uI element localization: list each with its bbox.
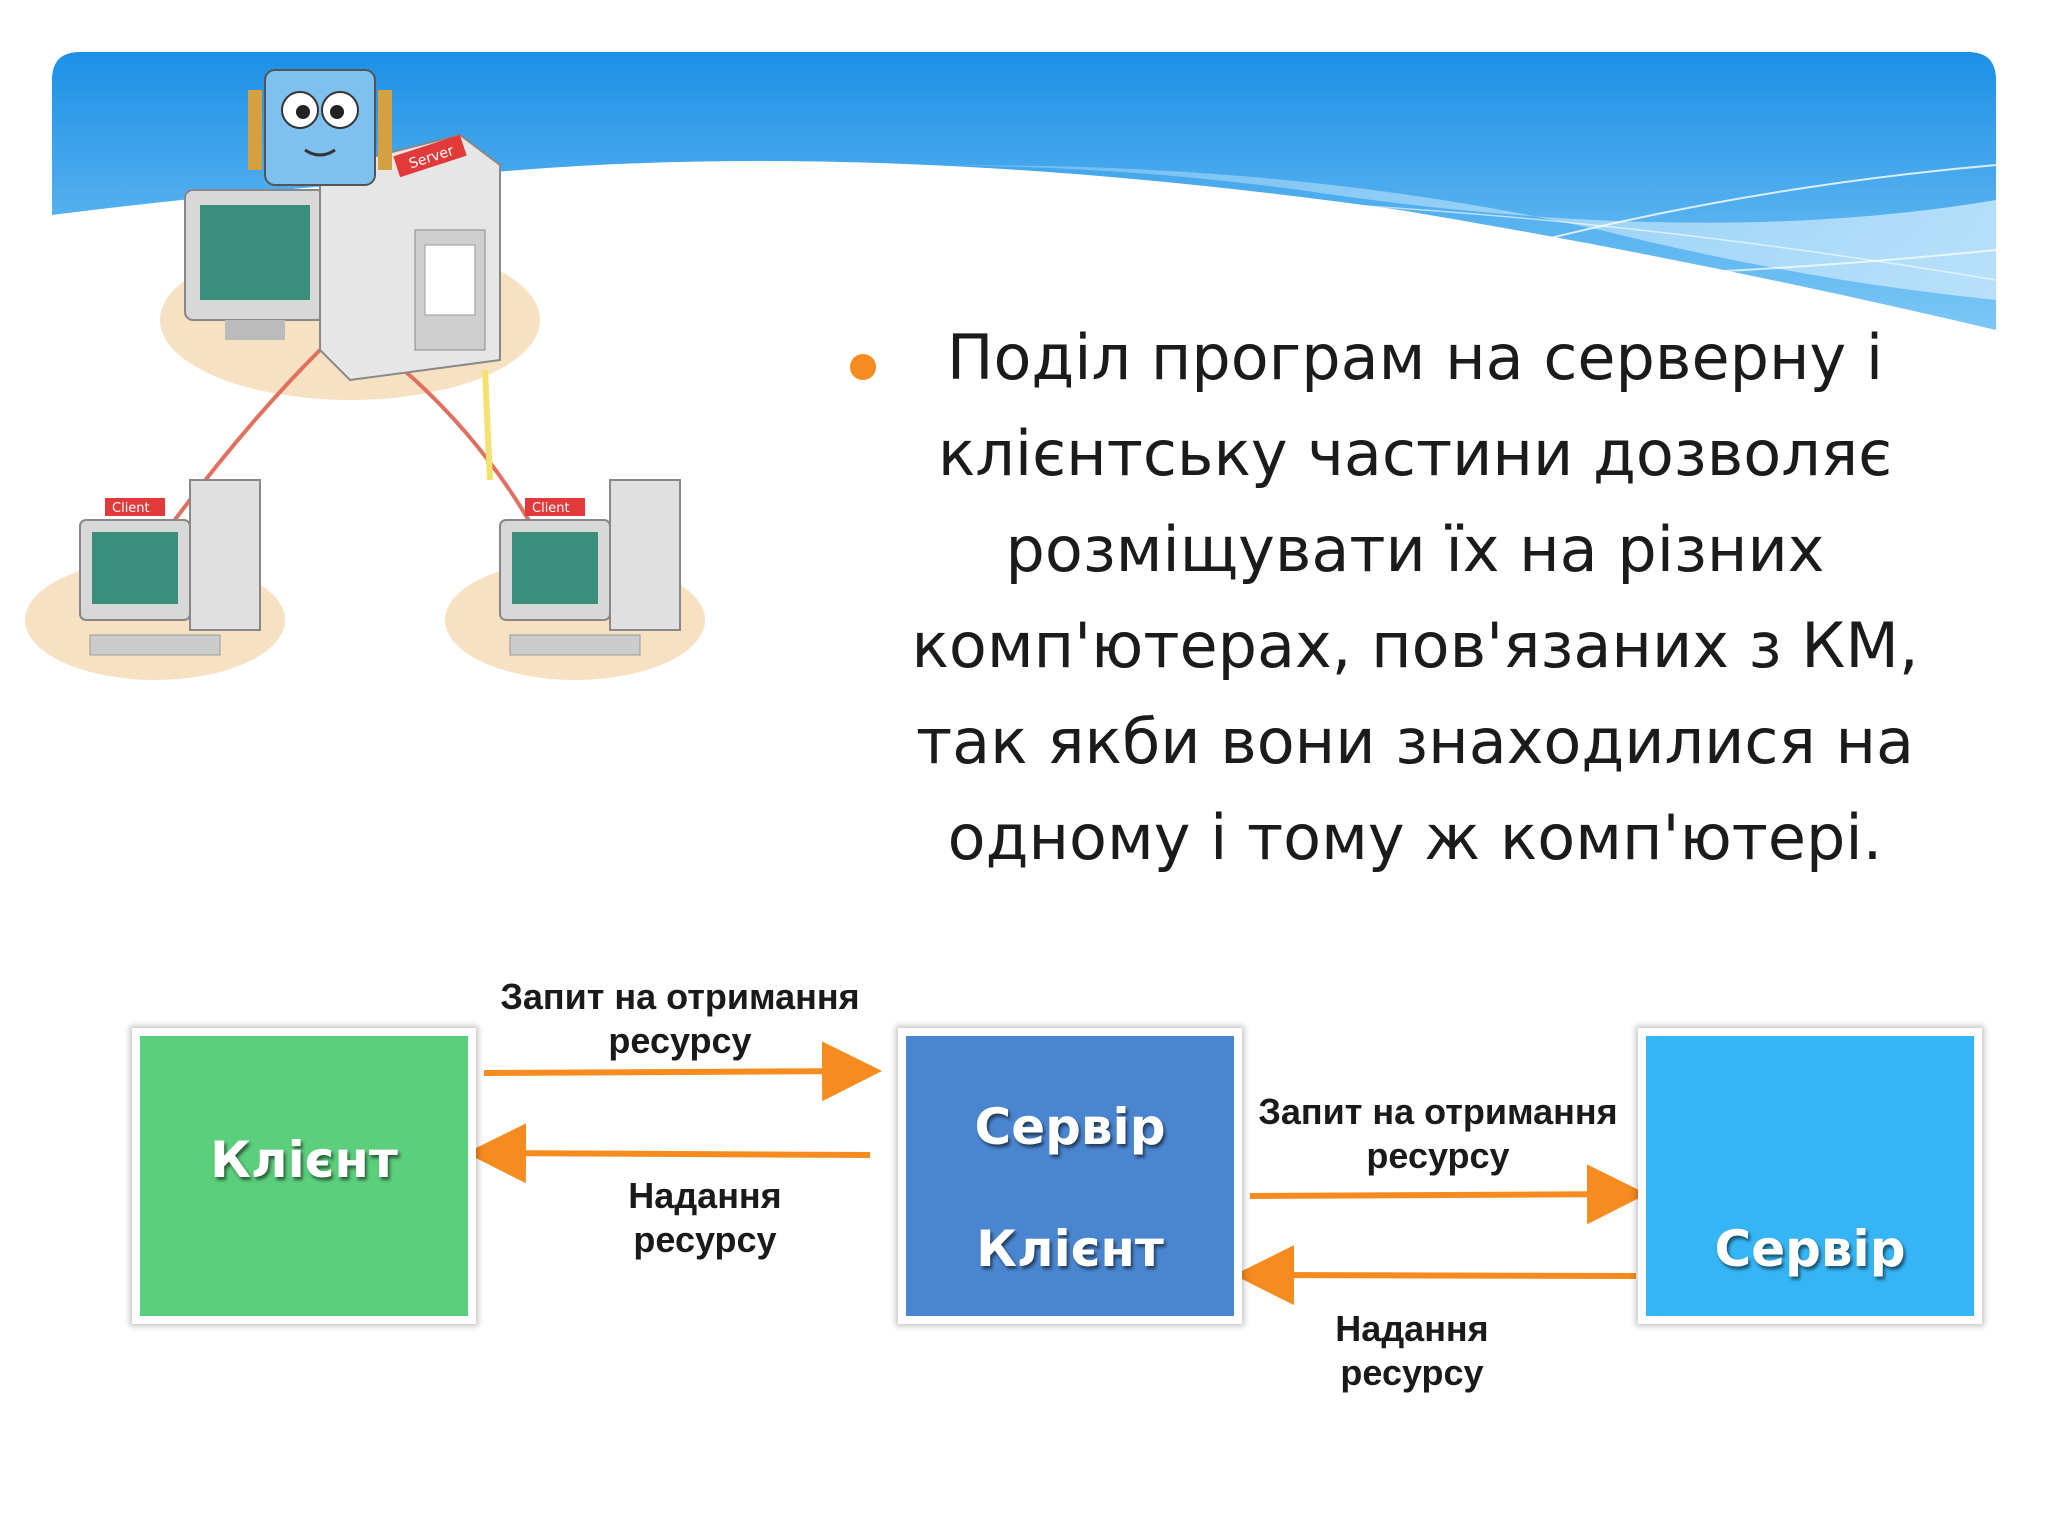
- server-box: Сервір: [1638, 1028, 1982, 1324]
- arrow-response-2: [1234, 1245, 1637, 1306]
- flow1-response-label: Надання ресурсу: [628, 1175, 782, 1260]
- arrow-request-1: [483, 1041, 882, 1102]
- arrow-request-2: [1249, 1164, 1647, 1225]
- server-cabinet-icon: Server: [319, 133, 501, 382]
- arrow-response-1: [466, 1123, 871, 1184]
- flow2-response-label: Надання ресурсу: [1335, 1308, 1489, 1393]
- svg-text:Client: Client: [112, 501, 150, 516]
- server-monitor-icon: [184, 189, 326, 340]
- server-client-box: Сервір Клієнт: [898, 1028, 1242, 1324]
- client-computer-right-icon: Client: [499, 479, 681, 656]
- middle-box-label-bottom: Клієнт: [976, 1220, 1164, 1278]
- svg-text:Client: Client: [532, 501, 570, 516]
- flow1-request-label: Запит на отримання ресурсу: [500, 976, 860, 1061]
- server-box-label: Сервір: [1714, 1220, 1906, 1278]
- client-box: Клієнт: [132, 1028, 476, 1324]
- network-illustration: Server Client Client: [25, 69, 705, 680]
- mascot-icon: [248, 69, 392, 186]
- bullet-dot-icon: [850, 354, 876, 380]
- client-box-label: Клієнт: [210, 1131, 398, 1189]
- middle-box-label-top: Сервір: [974, 1098, 1166, 1156]
- client-computer-left-icon: Client: [79, 479, 261, 656]
- header-wave: [52, 52, 1997, 331]
- flow2-request-label: Запит на отримання ресурсу: [1258, 1091, 1618, 1176]
- bullet-text: Поділ програм на серверну і клієнтську ч…: [911, 321, 1919, 874]
- bullet-point: Поділ програм на серверну і клієнтську ч…: [850, 310, 1980, 886]
